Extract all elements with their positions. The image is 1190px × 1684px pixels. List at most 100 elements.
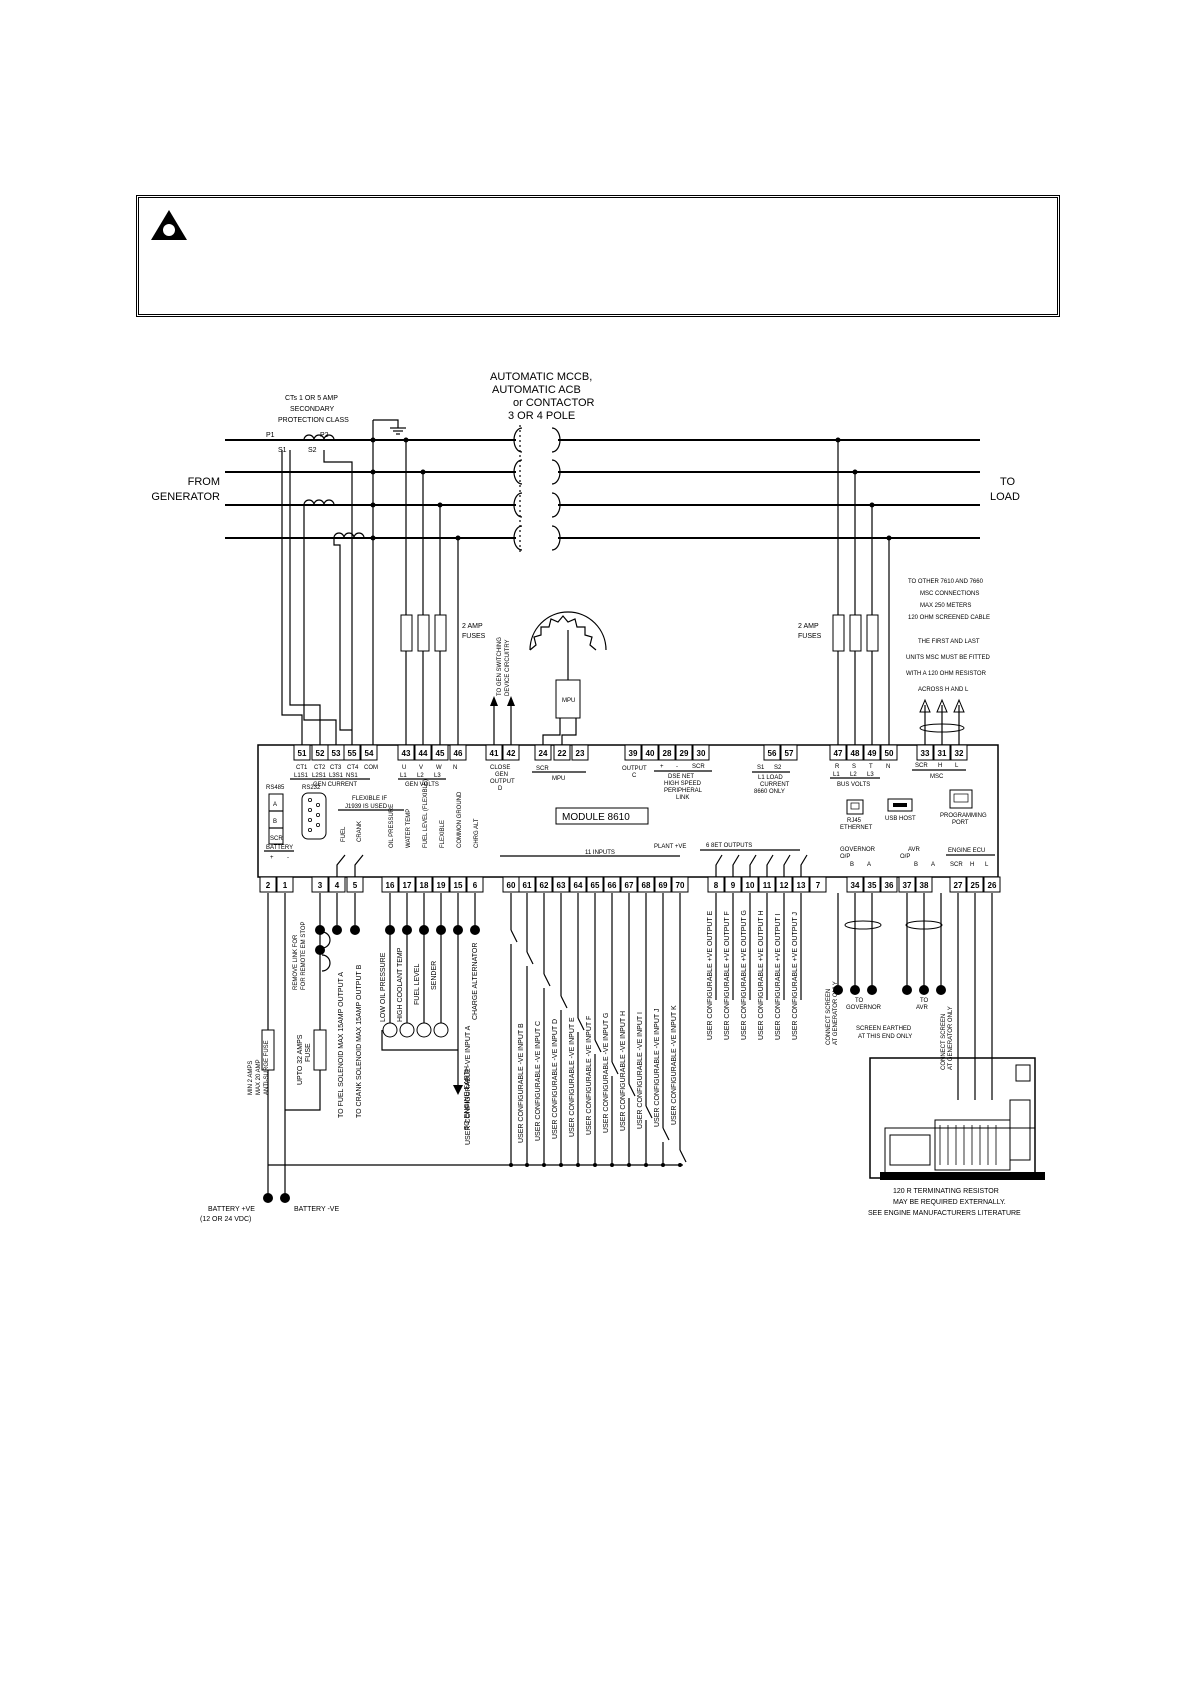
svg-text:CONNECT SCREEN: CONNECT SCREEN [941, 1014, 947, 1070]
input-switches [509, 893, 687, 1167]
bottom-terminal-label: 1 [283, 881, 288, 890]
top-terminal-label: 43 [402, 749, 411, 758]
bottom-group-labels: BATTERY + - FUEL CRANK OIL PRESSURE WATE… [264, 779, 995, 868]
bottom-terminal-label: 19 [437, 881, 446, 890]
svg-text:L3S1: L3S1 [329, 773, 344, 779]
svg-text:L2S1: L2S1 [312, 773, 327, 779]
junction-dot [644, 1163, 648, 1167]
bottom-terminal-label: 35 [868, 881, 877, 890]
svg-text:MIN 2 AMPS: MIN 2 AMPS [248, 1061, 254, 1095]
top-terminal [780, 744, 798, 761]
svg-text:L: L [955, 763, 959, 769]
top-terminal-label: 39 [629, 749, 638, 758]
junction-dot [610, 1163, 614, 1167]
junction-dot [509, 1163, 513, 1167]
junction-dot [576, 1163, 580, 1167]
svg-text:RS485: RS485 [266, 785, 285, 791]
svg-text:AUTOMATIC MCCB,: AUTOMATIC MCCB, [490, 371, 592, 383]
bottom-terminal-label: 15 [454, 881, 463, 890]
svg-text:U: U [402, 765, 406, 771]
top-terminal [658, 744, 676, 761]
svg-text:GOVERNOR: GOVERNOR [846, 1005, 882, 1011]
bottom-terminal [466, 876, 484, 893]
input-switch [577, 1017, 585, 1031]
top-terminal [343, 744, 361, 761]
svg-text:ETHERNET: ETHERNET [840, 825, 873, 831]
svg-text:FLEXIBLE: FLEXIBLE [440, 820, 446, 848]
svg-text:AVR: AVR [908, 847, 921, 853]
top-terminal [829, 744, 847, 761]
svg-text:W: W [436, 765, 442, 771]
top-terminal-label: 29 [680, 749, 689, 758]
bottom-texts: BATTERY +VE (12 OR 24 VDC) BATTERY -VE 1… [200, 1188, 1021, 1223]
svg-text:MAX 20 AMP: MAX 20 AMP [256, 1059, 262, 1095]
svg-text:CLOSE: CLOSE [490, 765, 510, 771]
bottom-terminal-label: 26 [988, 881, 997, 890]
input-label: USER CONFIGURABLE -VE INPUT J [654, 1008, 661, 1127]
top-terminal [863, 744, 881, 761]
bus-volts-wires: 2 AMP FUSES [798, 440, 890, 745]
from-generator-label: FROM [188, 476, 220, 488]
bottom-terminal [966, 876, 984, 893]
top-terminal [534, 744, 552, 761]
bottom-terminal [432, 876, 450, 893]
bottom-terminal [846, 876, 864, 893]
bottom-wires [261, 893, 993, 1195]
bottom-terminal-label: 34 [851, 881, 860, 890]
bottom-terminal-label: 10 [746, 881, 755, 890]
bottom-terminal [311, 876, 329, 893]
svg-text:S: S [852, 764, 856, 770]
top-terminal [950, 744, 968, 761]
svg-text:L1S1: L1S1 [294, 773, 309, 779]
top-terminal [293, 744, 311, 761]
svg-text:GEN: GEN [495, 772, 508, 778]
svg-text:2 AMP: 2 AMP [462, 623, 483, 630]
svg-text:A: A [867, 862, 871, 868]
input-label: USER CONFIGURABLE -VE INPUT G [603, 1013, 610, 1133]
top-terminal-label: 45 [436, 749, 445, 758]
svg-text:FUSES: FUSES [462, 633, 486, 640]
bottom-terminal-label: 65 [591, 881, 600, 890]
top-terminal [397, 744, 415, 761]
input-switch [594, 1039, 602, 1053]
svg-text:N: N [886, 764, 890, 770]
svg-text:MAY BE REQUIRED EXTERNALLY.: MAY BE REQUIRED EXTERNALLY. [893, 1199, 1006, 1206]
svg-text:A: A [273, 802, 277, 808]
svg-text:USER CONFIGURABLE -VE INPUT A: USER CONFIGURABLE -VE INPUT A [465, 1025, 472, 1145]
bottom-terminal [398, 876, 416, 893]
input-switch [543, 973, 551, 987]
input-switch [510, 929, 518, 943]
bottom-terminal [535, 876, 553, 893]
svg-text:AUTOMATIC ACB: AUTOMATIC ACB [492, 384, 581, 396]
svg-text:LOW OIL PRESSURE: LOW OIL PRESSURE [380, 952, 387, 1022]
svg-text:SCR: SCR [950, 862, 963, 868]
output-label: USER CONFIGURABLE +VE OUTPUT J [792, 912, 799, 1040]
svg-text:MPU: MPU [562, 698, 575, 704]
svg-text:PERIPHERAL: PERIPHERAL [664, 788, 703, 794]
svg-text:TO: TO [855, 998, 864, 1004]
bottom-terminal [863, 876, 881, 893]
bottom-terminal-label: 7 [816, 881, 821, 890]
top-terminal-label: 55 [348, 749, 357, 758]
svg-text:O/P: O/P [840, 854, 850, 860]
svg-text:SEE ENGINE MANUFACTURERS LITER: SEE ENGINE MANUFACTURERS LITERATURE [868, 1210, 1021, 1217]
svg-text:FUSES: FUSES [798, 633, 822, 640]
svg-text:120 R TERMINATING RESISTOR: 120 R TERMINATING RESISTOR [893, 1188, 999, 1195]
bottom-terminal-label: 62 [540, 881, 549, 890]
svg-text:FUEL LEVEL: FUEL LEVEL [414, 964, 421, 1005]
bottom-terminal [276, 876, 294, 893]
bottom-terminal-label: 67 [625, 881, 634, 890]
bottom-terminal-label: 37 [903, 881, 912, 890]
svg-text:SCR: SCR [692, 764, 705, 770]
svg-text:B: B [850, 862, 854, 868]
top-terminal-label: 33 [921, 749, 930, 758]
svg-text:6 8ET OUTPUTS: 6 8ET OUTPUTS [706, 843, 752, 849]
bottom-terminal-label: 9 [731, 881, 736, 890]
top-terminal [553, 744, 571, 761]
top-terminal-label: 49 [868, 749, 877, 758]
bottom-rotated-labels: MIN 2 AMPS MAX 20 AMP ANTI-SURGE FUSE RE… [248, 921, 479, 1145]
bottom-terminal-label: 66 [608, 881, 617, 890]
top-terminal-label: 30 [697, 749, 706, 758]
svg-text:B: B [273, 819, 277, 825]
